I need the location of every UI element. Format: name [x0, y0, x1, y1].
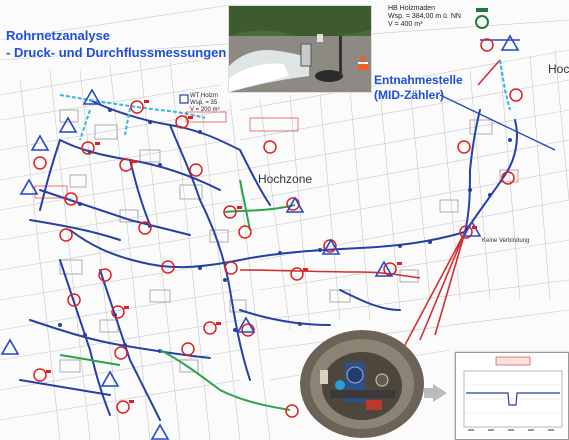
hb-label: HB Holzmaden Wsp. = 384,00 m ü. NN V = 4… [388, 5, 461, 29]
title-line-1: Rohrnetzanalyse [6, 28, 111, 43]
wt-tank-icon [179, 94, 189, 104]
wt-label-volume: V = 200 m³ [190, 107, 220, 113]
cyan-pipe [59, 59, 511, 141]
chart-gridlines [464, 384, 562, 414]
chart-trace-line [466, 392, 560, 406]
hb-label-level: Wsp. = 384,00 m ü. NN [388, 13, 461, 20]
annotation-boxes [34, 111, 299, 199]
green-pipe [59, 179, 296, 411]
red-pipe [239, 59, 501, 346]
wt-label: WT Holzm Wsp. = 35 V = 200 m³ [190, 93, 220, 114]
hb-label-volume: V = 400 m³ [388, 21, 423, 28]
pipe-nodes [58, 108, 512, 353]
tank-icon [475, 8, 489, 29]
wt-label-name: WT Holzm [190, 93, 218, 99]
hydrant-photo-drawing [229, 6, 371, 92]
no-connection-label: Keine Verbindung [482, 238, 530, 244]
arrow-body [424, 388, 434, 398]
callout-line-1: Entnahmestelle [374, 73, 463, 87]
hb-label-name: HB Holzmaden [388, 5, 436, 12]
chart-title-box [495, 356, 531, 366]
meter-shaft-photo [300, 330, 425, 438]
page-title: Rohrnetzanalyse - Druck- und Durchflussm… [6, 27, 226, 61]
callout-line-2: (MID-Zähler) [374, 88, 444, 102]
zone-label-right: Hoc [548, 62, 569, 76]
measurement-chart [463, 356, 563, 431]
grey-arrow-icon [433, 384, 447, 402]
title-line-2: - Druck- und Durchflussmessungen [6, 45, 227, 60]
parcel-lines [0, 4, 569, 440]
chart-tick-marks [468, 429, 554, 431]
extraction-callout: Entnahmestelle (MID-Zähler) [374, 73, 463, 103]
callout-leader [439, 39, 556, 151]
measure-circles [33, 38, 523, 418]
wt-label-level: Wsp. = 35 [190, 100, 218, 106]
measurement-chart-panel [455, 352, 569, 440]
zone-label-hochzone: Hochzone [258, 172, 313, 186]
measure-number-marks [46, 100, 477, 403]
field-photo-hydrant [228, 5, 372, 93]
shaft-photo-drawing [300, 330, 424, 438]
